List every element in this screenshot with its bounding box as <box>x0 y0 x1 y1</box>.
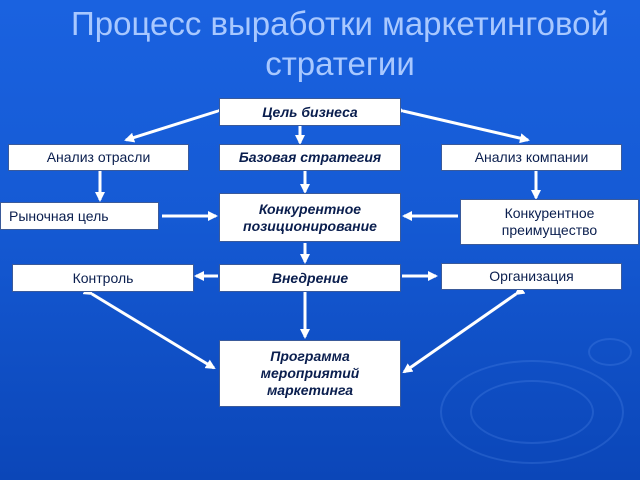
box-implementation: Внедрение <box>219 264 401 292</box>
box-control: Контроль <box>12 264 194 292</box>
arrow-control-program <box>82 285 216 370</box>
arrow-goal-company <box>394 104 530 144</box>
water-ripple-decoration <box>588 338 632 366</box>
water-ripple-decoration <box>440 360 624 464</box>
box-marketing-program: Программа мероприятий маркетинга <box>219 340 401 407</box>
box-business-goal: Цель бизнеса <box>219 98 401 126</box>
box-competitive-advantage: Конкурентное преимущество <box>460 199 639 245</box>
box-industry-analysis: Анализ отрасли <box>8 144 189 171</box>
box-organization: Организация <box>441 263 622 290</box>
box-market-goal: Рыночная цель <box>0 202 159 230</box>
box-competitive-positioning: Конкурентное позиционирование <box>219 193 401 242</box>
arrow-goal-industry <box>124 103 228 143</box>
box-company-analysis: Анализ компании <box>441 144 622 171</box>
page-title: Процесс выработки маркетинговой стратеги… <box>71 5 609 82</box>
box-base-strategy: Базовая стратегия <box>219 144 401 171</box>
arrow-organization-program <box>402 285 526 374</box>
